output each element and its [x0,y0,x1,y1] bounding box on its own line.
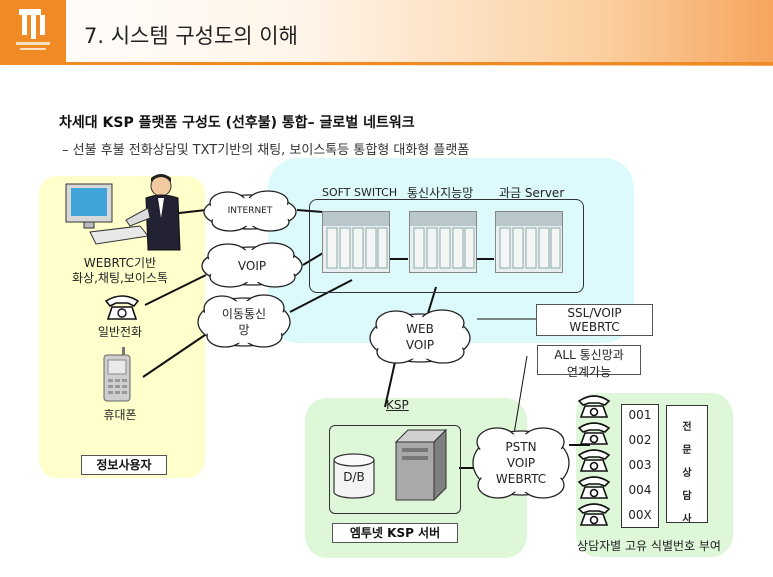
expert-counselor-box: 전 문 상 담 사 [666,405,708,525]
database-label: D/B [343,470,365,484]
landline-label: 일반전화 [97,325,143,339]
all-network-callout: ALL 통신망과 연계가능 [537,345,641,379]
counselor-id-003: 003 [628,458,652,472]
line-phone-voip [144,274,207,306]
pstn-webrtc-label: WEBRTC [495,472,547,486]
mobile-label: 휴대폰 [103,408,137,422]
expert-char-1: 전 [682,422,692,433]
header-bar [0,0,773,66]
counselor-id-00x: 00X [628,508,652,522]
webrtc-label-2: 화상,채팅,보이스톡 [72,271,168,285]
mobile-network-label-2: 망 [238,323,250,337]
network-server-rack [409,211,477,273]
counselor-id-box: 001 002 003 004 00X [621,404,659,528]
ksp-label: KSP [386,398,409,412]
counselor-id-001: 001 [628,408,652,422]
info-user-label: 정보사용자 [81,455,167,475]
ssl-callout-line-1: SSL/VOIP [567,306,622,320]
telephone-icon [104,293,140,321]
company-logo [0,0,66,62]
ksp-server-tower-icon [394,428,448,502]
page-title: 7. 시스템 구성도의 이해 [84,24,298,48]
line-allnet-callout [513,355,528,435]
line-internet-switch [296,209,324,213]
expert-char-4: 담 [682,491,692,502]
counselor-id-002: 002 [628,433,652,447]
diagram-subtitle: 차세대 KSP 플랫폼 구성도 (선후불) 통합– 글로벌 네트워크 [59,115,415,131]
expert-char-2: 문 [682,445,692,456]
counselor-id-caption: 상담자별 고유 식별번호 부여 [577,539,721,553]
ssl-callout-line-2: WEBRTC [569,320,620,334]
network-server-label: 통신사지능망 [407,186,474,200]
webrtc-label-1: WEBRTC기반 [83,256,157,270]
counselor-id-004: 004 [628,483,652,497]
billing-server-rack [495,211,563,273]
line-web-ksp [384,361,396,408]
server-group-frame [309,199,584,293]
diagram-description: – 선불 후불 전화상담및 TXT기반의 채팅, 보이스톡등 통합형 대화형 플… [62,143,470,158]
ksp-server-name-label: 엠투넷 KSP 서버 [332,523,458,543]
ssl-webrtc-callout: SSL/VOIP WEBRTC [536,304,653,336]
web-voip-label: VOIP [405,338,435,352]
mobile-phone-icon [102,347,132,403]
soft-switch-server-rack [322,211,390,273]
ksp-server-frame [329,425,461,514]
billing-server-label: 과금 Server [499,186,565,200]
counselor-phones [577,393,611,529]
header-divider [0,62,773,65]
mobile-network-label-1: 이동통신 [221,307,267,321]
expert-char-5: 사 [682,514,692,525]
database-icon [332,452,376,500]
pstn-label: PSTN [505,440,537,454]
all-network-line-1: ALL 통신망과 [554,348,624,362]
soft-switch-label: SOFT SWITCH [322,186,398,199]
line-mobile-mobilenet [142,334,206,378]
internet-label: INTERNET [227,206,273,216]
expert-char-3: 상 [682,468,692,479]
voip-label: VOIP [237,259,267,273]
web-label: WEB [406,322,434,336]
pstn-voip-label: VOIP [506,456,536,470]
pc-user-illustration [62,174,188,252]
all-network-line-2: 연계가능 [566,365,612,379]
line-mobilenet-switch [289,279,353,313]
